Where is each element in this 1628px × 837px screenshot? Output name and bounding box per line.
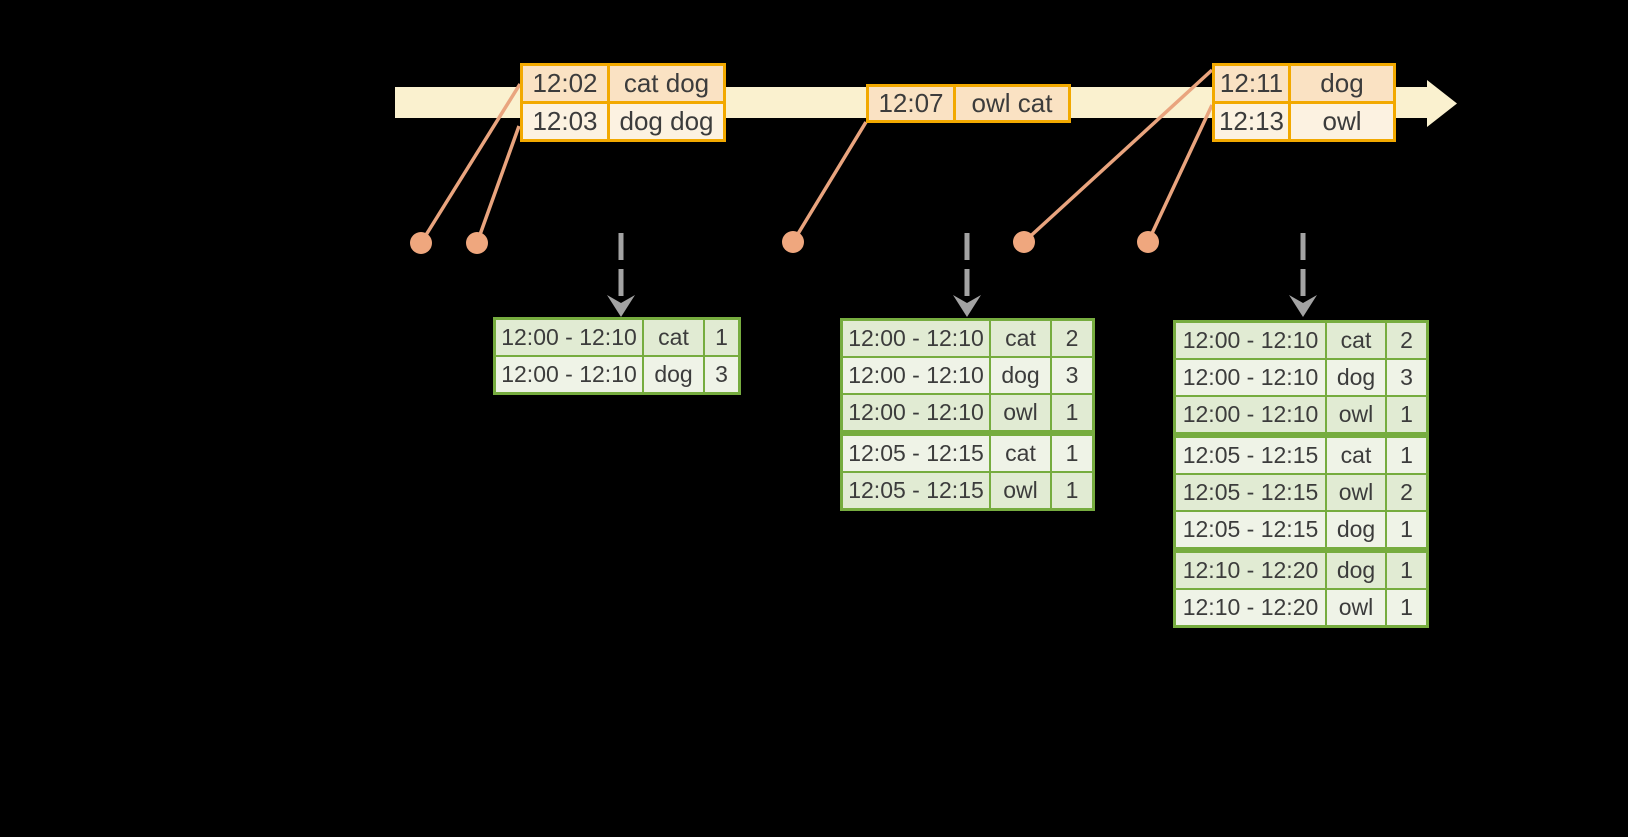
connector-line-12-11: [1022, 68, 1214, 244]
event-words: dog dog: [610, 104, 723, 139]
event-connector-lines: [419, 68, 1214, 244]
event-time: 12:02: [523, 66, 607, 101]
event-time: 12:13: [1215, 104, 1288, 139]
result-count: 2: [1387, 475, 1426, 510]
trigger-arrow-head-icon: [953, 295, 981, 317]
result-table-3: 12:00 - 12:10 cat 2 12:00 - 12:10 dog 3 …: [1173, 320, 1429, 628]
result-window: 12:00 - 12:10: [1176, 397, 1325, 432]
event-time: 12:03: [523, 104, 607, 139]
event-words: owl: [1291, 104, 1393, 139]
result-word: cat: [644, 320, 703, 355]
result-word: dog: [1327, 512, 1385, 547]
result-word: dog: [1327, 553, 1385, 588]
result-window: 12:00 - 12:10: [843, 321, 989, 356]
event-words: cat dog: [610, 66, 723, 101]
result-word: cat: [991, 321, 1050, 356]
event-dot: [410, 232, 432, 254]
result-word: cat: [991, 436, 1050, 471]
result-word: owl: [1327, 475, 1385, 510]
result-count: 1: [1052, 436, 1092, 471]
connector-line-12-02: [419, 83, 522, 244]
result-window: 12:05 - 12:15: [843, 473, 989, 508]
window-group: 12:05 - 12:15 cat 1 12:05 - 12:15 owl 1: [843, 436, 1092, 508]
result-count: 1: [1052, 395, 1092, 430]
event-table-2: 12:07 owl cat: [866, 84, 1071, 123]
window-group: 12:10 - 12:20 dog 1 12:10 - 12:20 owl 1: [1176, 553, 1426, 625]
result-count: 2: [1052, 321, 1092, 356]
result-window: 12:05 - 12:15: [1176, 438, 1325, 473]
event-dot: [1013, 231, 1035, 253]
result-window: 12:05 - 12:15: [1176, 512, 1325, 547]
result-word: owl: [1327, 590, 1385, 625]
result-count: 1: [1387, 512, 1426, 547]
result-word: owl: [991, 473, 1050, 508]
window-group: 12:00 - 12:10 cat 2 12:00 - 12:10 dog 3 …: [1176, 323, 1426, 432]
event-table-3: 12:11 dog 12:13 owl: [1212, 63, 1396, 142]
result-word: owl: [991, 395, 1050, 430]
result-table-2: 12:00 - 12:10 cat 2 12:00 - 12:10 dog 3 …: [840, 318, 1095, 511]
event-words: owl cat: [956, 87, 1068, 120]
result-count: 3: [1052, 358, 1092, 393]
event-dots: [410, 231, 1159, 254]
result-window: 12:10 - 12:20: [1176, 553, 1325, 588]
result-window: 12:10 - 12:20: [1176, 590, 1325, 625]
event-dot: [782, 231, 804, 253]
result-count: 3: [1387, 360, 1426, 395]
window-group: 12:00 - 12:10 cat 2 12:00 - 12:10 dog 3 …: [843, 321, 1092, 430]
trigger-arrows: [607, 233, 1317, 317]
result-window: 12:00 - 12:10: [843, 358, 989, 393]
trigger-arrow-head-icon: [607, 295, 635, 317]
connector-line-12-07: [791, 121, 868, 243]
result-window: 12:00 - 12:10: [496, 357, 642, 392]
connector-line-12-03: [475, 125, 521, 244]
result-count: 1: [1387, 397, 1426, 432]
window-group: 12:00 - 12:10 cat 1 12:00 - 12:10 dog 3: [496, 320, 738, 392]
trigger-arrow-head-icon: [1289, 295, 1317, 317]
result-count: 1: [1387, 553, 1426, 588]
result-window: 12:05 - 12:15: [1176, 475, 1325, 510]
result-count: 2: [1387, 323, 1426, 358]
event-time: 12:11: [1215, 66, 1288, 101]
result-window: 12:05 - 12:15: [843, 436, 989, 471]
event-dot: [1137, 231, 1159, 253]
event-dot: [466, 232, 488, 254]
event-table-1: 12:02 cat dog 12:03 dog dog: [520, 63, 726, 142]
result-word: cat: [1327, 323, 1385, 358]
result-word: owl: [1327, 397, 1385, 432]
result-table-1: 12:00 - 12:10 cat 1 12:00 - 12:10 dog 3: [493, 317, 741, 395]
result-count: 1: [1052, 473, 1092, 508]
connector-line-12-13: [1146, 104, 1214, 243]
result-window: 12:00 - 12:10: [843, 395, 989, 430]
timeline-arrow-head: [1427, 80, 1457, 127]
window-group: 12:05 - 12:15 cat 1 12:05 - 12:15 owl 2 …: [1176, 438, 1426, 547]
event-time: 12:07: [869, 87, 953, 120]
result-window: 12:00 - 12:10: [1176, 323, 1325, 358]
result-count: 1: [1387, 590, 1426, 625]
result-word: dog: [1327, 360, 1385, 395]
event-words: dog: [1291, 66, 1393, 101]
result-count: 3: [705, 357, 738, 392]
result-window: 12:00 - 12:10: [1176, 360, 1325, 395]
result-word: dog: [644, 357, 703, 392]
result-count: 1: [1387, 438, 1426, 473]
result-window: 12:00 - 12:10: [496, 320, 642, 355]
result-count: 1: [705, 320, 738, 355]
result-word: dog: [991, 358, 1050, 393]
result-word: cat: [1327, 438, 1385, 473]
